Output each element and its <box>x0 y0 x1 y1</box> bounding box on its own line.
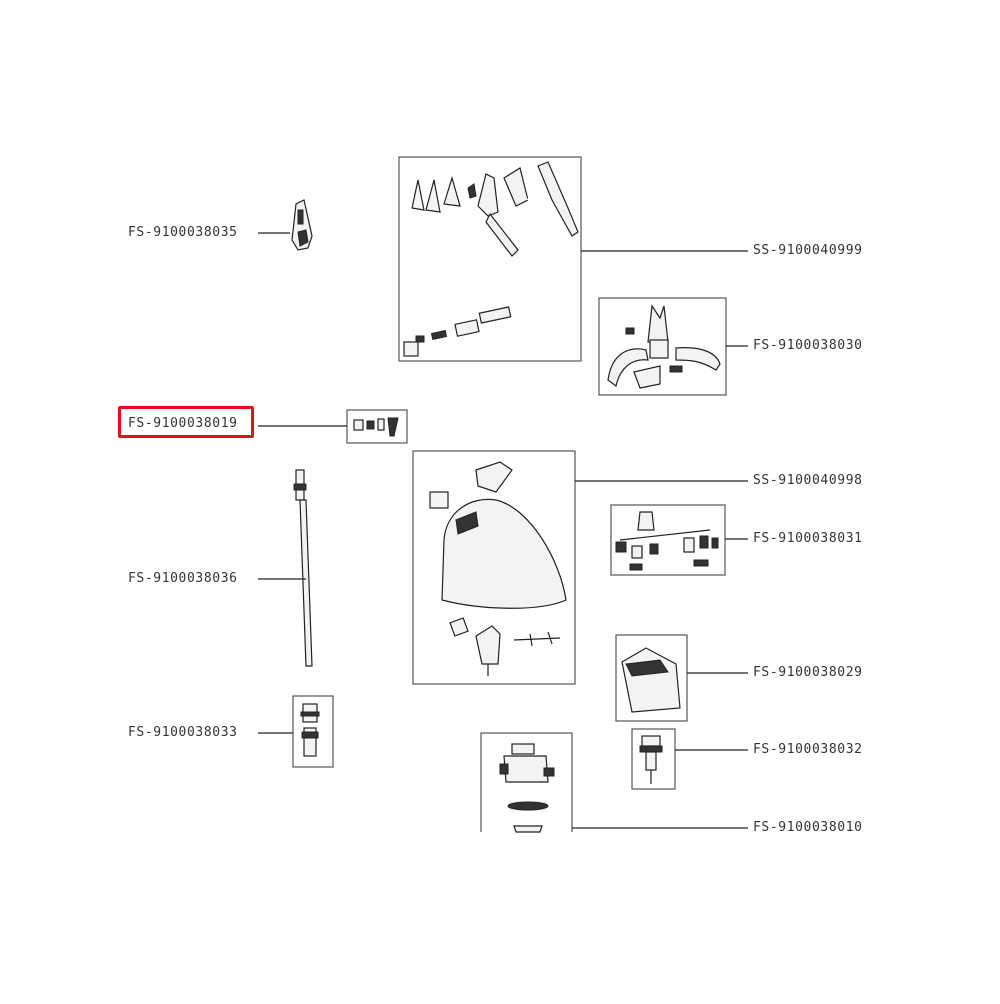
part-label-p998: SS-9100040998 <box>753 473 863 488</box>
part-label-p31: FS-9100038031 <box>753 531 863 546</box>
part-illustration-clip <box>291 199 313 251</box>
part-illustration-boiler <box>499 743 555 833</box>
part-illustration-valve <box>639 735 663 784</box>
highlight-frame <box>118 406 254 438</box>
part-illustration-pole <box>293 469 313 667</box>
part-illustration-housing <box>429 461 567 676</box>
part-illustration-clip-set <box>353 417 399 437</box>
part-label-p19-highlighted[interactable]: FS-9100038019 <box>128 416 238 431</box>
part-label-p35: FS-9100038035 <box>128 225 238 240</box>
part-illustration-handle <box>607 304 721 389</box>
part-label-p33: FS-9100038033 <box>128 725 238 740</box>
part-label-p10: FS-9100038010 <box>753 820 863 835</box>
part-illustration-cover <box>621 647 681 713</box>
part-label-p999: SS-9100040999 <box>753 243 863 258</box>
part-label-p32: FS-9100038032 <box>753 742 863 757</box>
part-illustration-connector <box>300 703 320 757</box>
part-label-p29: FS-9100038029 <box>753 665 863 680</box>
part-illustration-hose-kit <box>403 161 579 357</box>
part-label-p36: FS-9100038036 <box>128 571 238 586</box>
part-label-p30: FS-9100038030 <box>753 338 863 353</box>
crop-mask <box>478 832 578 852</box>
part-illustration-small-parts <box>615 511 719 571</box>
